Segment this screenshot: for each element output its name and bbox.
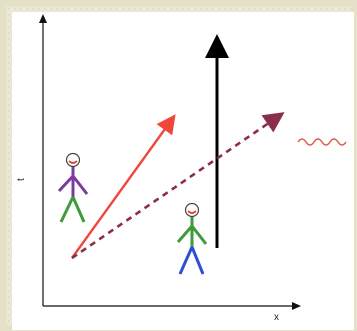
horizontal-axis-arrowhead (292, 302, 301, 310)
wave-icon (297, 138, 347, 146)
dashed-worldline-arrow (71, 112, 285, 260)
diagram-canvas (12, 12, 354, 330)
red-worldline-arrow (71, 114, 176, 259)
observer-head (184, 202, 200, 218)
horizontal-axis-label: x (274, 312, 279, 323)
observer-smile (187, 210, 197, 214)
observer-smile (68, 160, 78, 164)
stick-figure-icon (176, 202, 208, 275)
stick-figure-icon (57, 152, 89, 223)
vertical-axis-label: t (16, 178, 27, 181)
observer-head (65, 152, 81, 168)
vertical-axis-arrowhead (39, 14, 47, 23)
